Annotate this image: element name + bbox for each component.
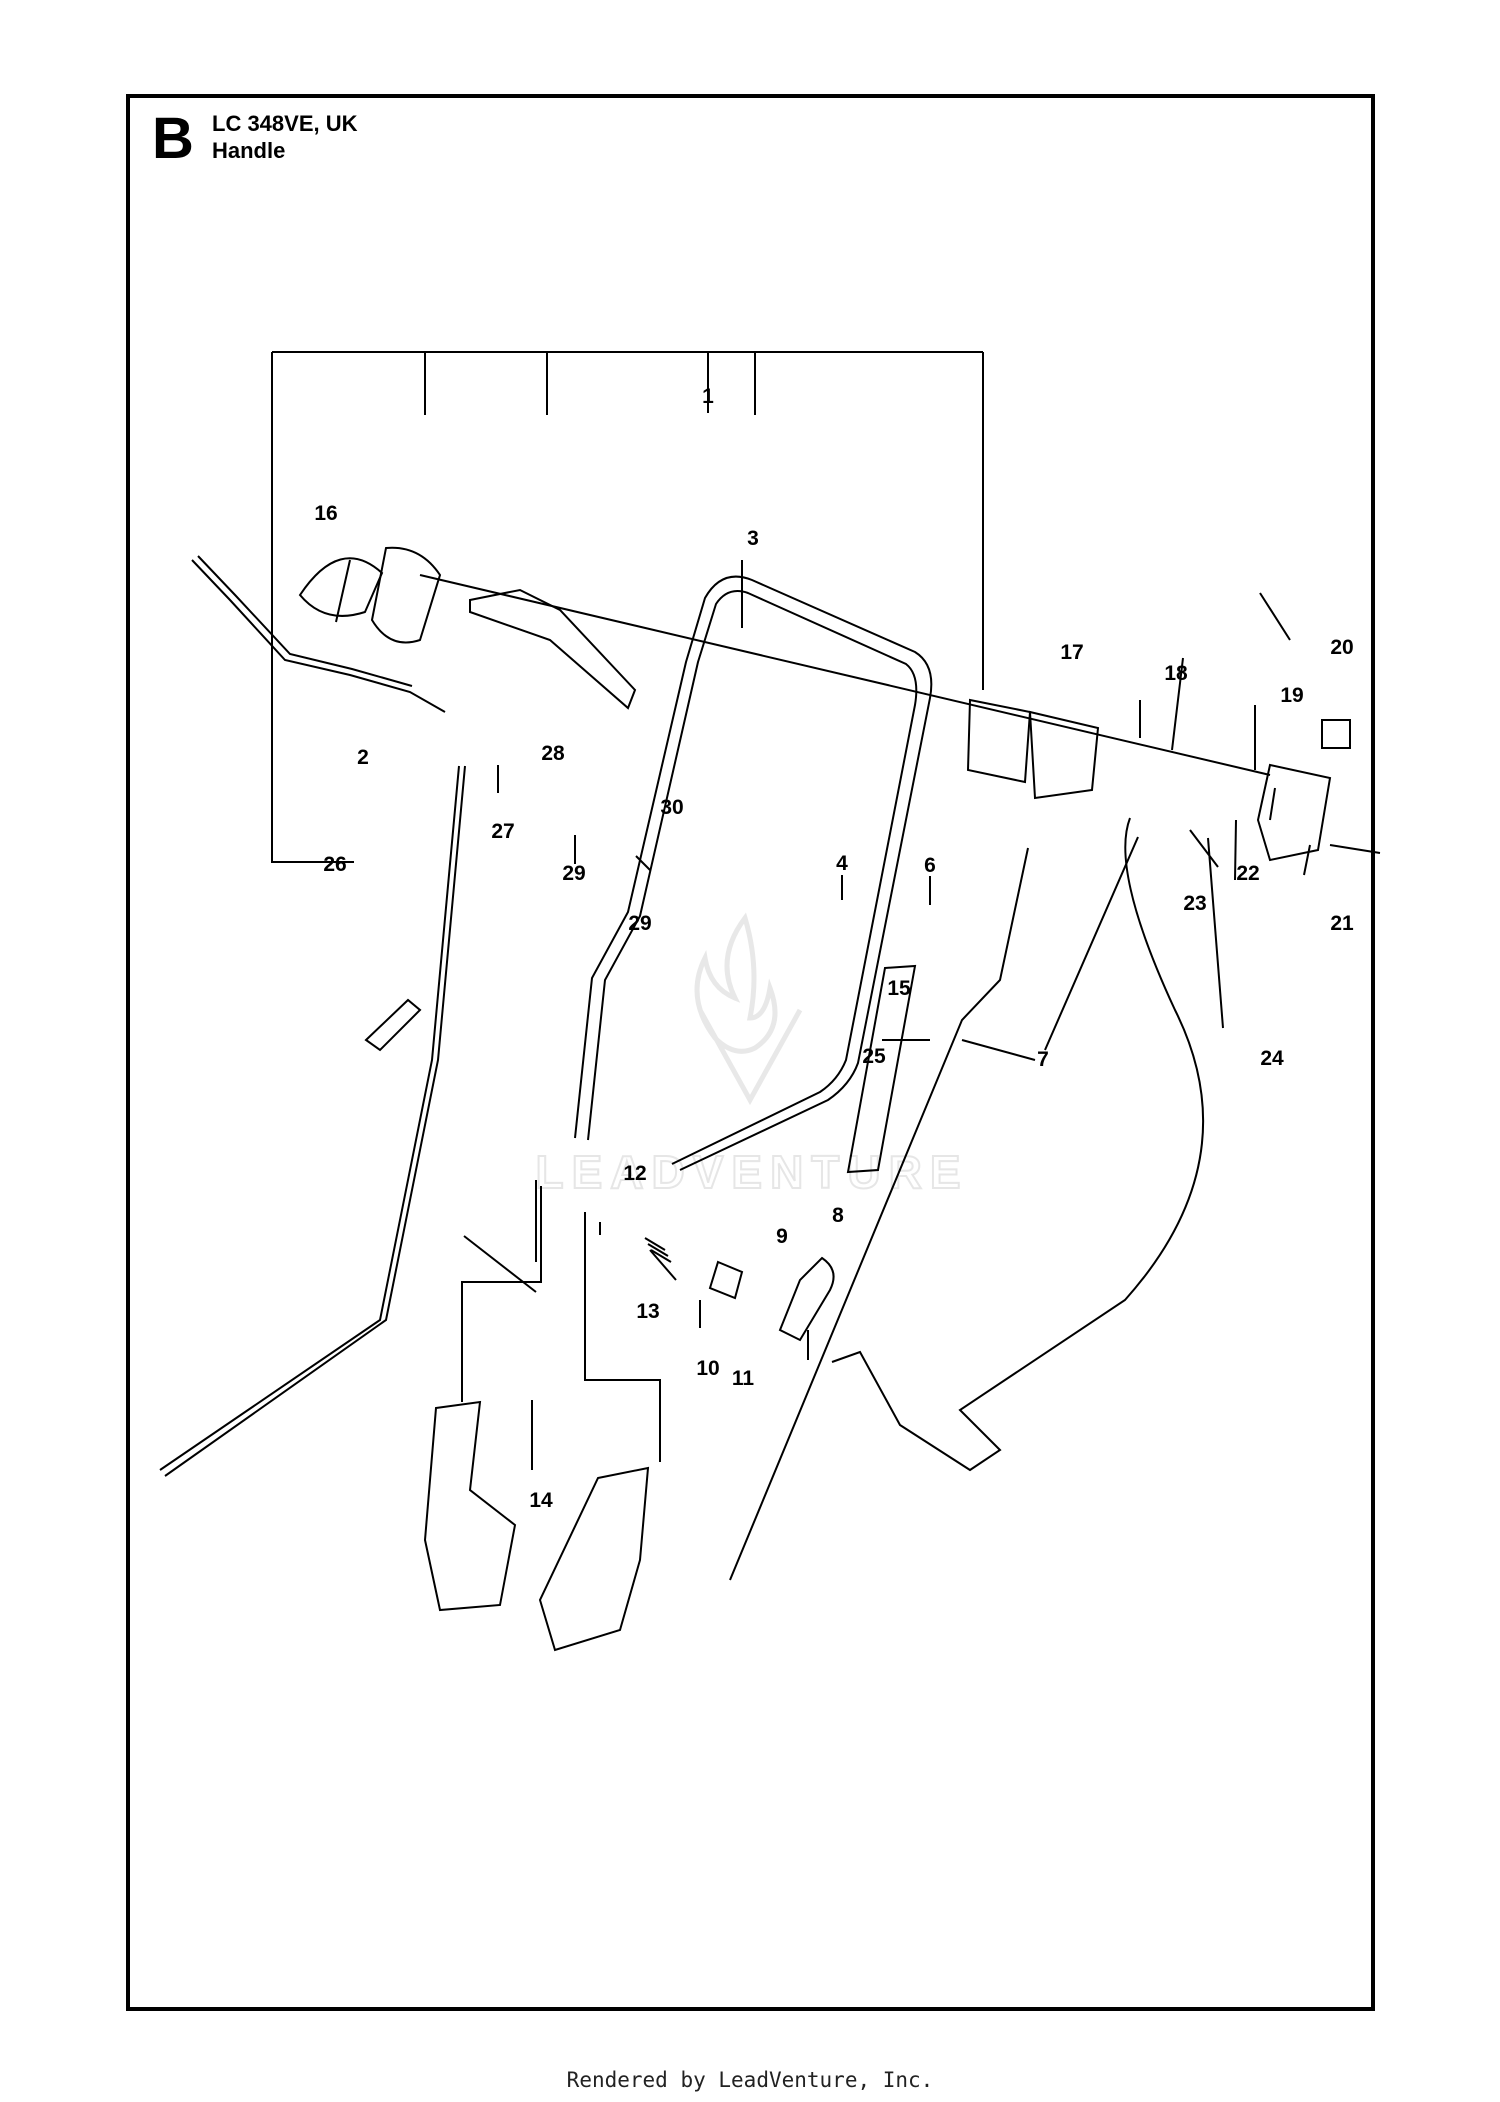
callout-21: 21 [1330, 912, 1354, 935]
part-25 [846, 964, 917, 1174]
callout-28: 28 [541, 742, 565, 765]
flame-v-logo-icon [694, 912, 803, 1106]
callout-27: 27 [491, 820, 514, 843]
callout-25: 25 [862, 1045, 886, 1068]
throttle-box [966, 698, 1032, 784]
callout-29b: 29 [628, 912, 651, 935]
callout-labels: 1 2 3 4 6 7 8 9 10 11 12 13 14 15 16 17 … [314, 385, 1354, 1512]
callout-11: 11 [732, 1367, 755, 1390]
callout-4: 4 [836, 852, 848, 875]
footer-credit: Rendered by LeadVenture, Inc. [566, 2068, 934, 2092]
callout-10: 10 [696, 1357, 719, 1380]
leader-lines [335, 559, 1381, 1470]
callout-16: 16 [314, 502, 337, 525]
callout-7: 7 [1037, 1048, 1049, 1071]
callout-29a: 29 [562, 862, 585, 885]
callout-17: 17 [1060, 641, 1083, 664]
callout-26: 26 [323, 853, 346, 876]
left-lever [364, 998, 422, 1052]
handle-assembly [159, 351, 1381, 1652]
cable-26 [159, 765, 466, 1477]
sub-bracket [461, 1186, 661, 1462]
diagram-frame [126, 94, 1375, 2011]
watermark: LEADVENTURE [534, 912, 968, 1199]
spring-13 [644, 1237, 672, 1263]
control-housing [370, 546, 442, 644]
knob-20 [1321, 719, 1351, 749]
callout-12: 12 [623, 1162, 646, 1185]
callout-13: 13 [636, 1300, 659, 1323]
callout-3: 3 [747, 527, 759, 550]
callout-2: 2 [357, 746, 369, 769]
callout-20: 20 [1330, 636, 1353, 659]
section-letter: B [152, 106, 194, 171]
right-bracket [538, 1466, 650, 1652]
pivot-10 [708, 1260, 744, 1300]
handle-19 [1256, 763, 1332, 862]
lever-3 [469, 588, 637, 710]
callout-18: 18 [1164, 662, 1188, 685]
left-bracket [423, 1400, 517, 1612]
model-title: LC 348VE, UK [212, 111, 358, 136]
watermark-text: LEADVENTURE [535, 1146, 968, 1198]
callout-24: 24 [1260, 1047, 1284, 1070]
cover-17 [1028, 710, 1100, 800]
rod-7 [729, 847, 1029, 1581]
callout-6: 6 [924, 854, 936, 877]
callout-15: 15 [887, 977, 911, 1000]
upper-handle-tube [574, 575, 933, 1171]
callout-bracket-1 [271, 351, 984, 863]
callout-30: 30 [660, 796, 683, 819]
diagram-subtitle: Handle [212, 138, 286, 163]
cable-24 [831, 817, 1205, 1472]
callout-23: 23 [1183, 892, 1206, 915]
knob-8 [778, 1256, 835, 1342]
callout-22: 22 [1236, 862, 1259, 885]
assembly-line [419, 574, 1271, 776]
callout-19: 19 [1280, 684, 1303, 707]
cap-16 [298, 557, 384, 617]
callout-9: 9 [776, 1225, 788, 1248]
callout-1: 1 [702, 385, 714, 408]
cable-2 [191, 555, 446, 713]
callout-14: 14 [529, 1489, 553, 1512]
callout-8: 8 [832, 1204, 844, 1227]
